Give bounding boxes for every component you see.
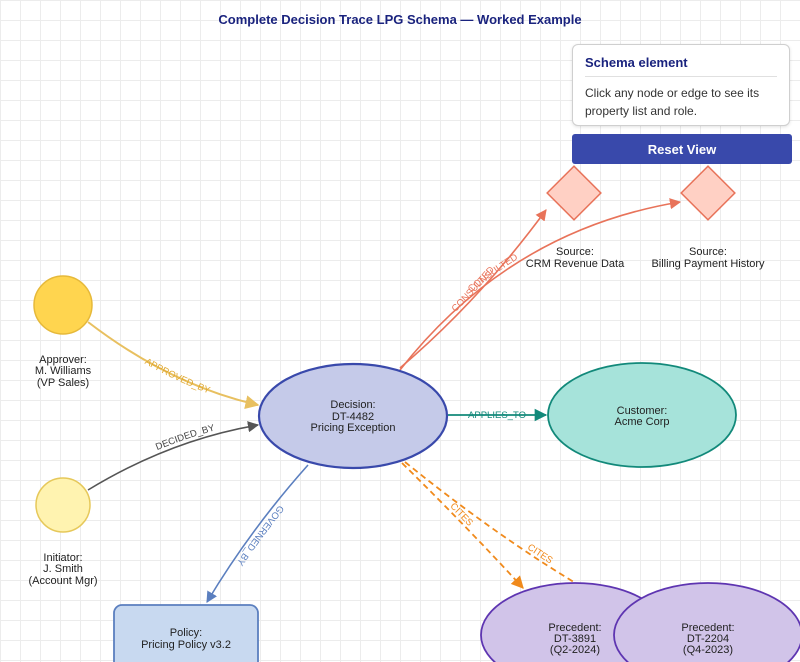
- edge-cites-precedent-1[interactable]: CITES: [401, 462, 524, 589]
- policy-label-type: Policy:: [170, 627, 202, 639]
- info-panel-body: Click any node or edge to see its proper…: [585, 86, 760, 118]
- precedent-2-ellipse: [613, 582, 800, 662]
- source-crm-label-name: CRM Revenue Data: [526, 258, 625, 270]
- customer-label-type: Customer:: [617, 405, 668, 417]
- node-source-billing[interactable]: Source: Billing Payment History: [651, 165, 765, 270]
- source-billing-diamond: [680, 165, 736, 221]
- initiator-circle: [35, 477, 91, 533]
- edge-decided-by[interactable]: DECIDED_BY: [87, 421, 260, 491]
- node-policy[interactable]: Policy: Pricing Policy v3.2: [113, 604, 259, 662]
- diagram-title: Complete Decision Trace LPG Schema — Wor…: [218, 12, 581, 27]
- edge-label-decided-by: DECIDED_BY: [154, 422, 216, 452]
- precedent-2-label-date: (Q4-2023): [683, 644, 733, 656]
- precedent-1-label-type: Precedent:: [548, 622, 601, 634]
- node-customer[interactable]: Customer: Acme Corp: [547, 362, 737, 468]
- precedent-2-label-id: DT-2204: [687, 633, 729, 645]
- node-decision[interactable]: Decision: DT-4482 Pricing Exception: [257, 362, 449, 470]
- approver-label-title: (VP Sales): [37, 377, 89, 389]
- info-panel-heading: Schema element: [585, 55, 777, 77]
- source-crm-label-type: Source:: [556, 246, 594, 258]
- decision-ellipse: [257, 362, 449, 470]
- edge-label-applies-to: APPLIES_TO: [468, 410, 526, 421]
- precedent-1-label-id: DT-3891: [554, 633, 596, 645]
- decision-label-id: DT-4482: [332, 411, 374, 423]
- edge-label-consulted-billing: CONSULTED: [466, 252, 520, 295]
- reset-view-button[interactable]: Reset View: [572, 134, 792, 164]
- edge-consulted-billing[interactable]: CONSULTED: [399, 198, 682, 371]
- decision-label-name: Pricing Exception: [311, 422, 396, 434]
- edge-label-governed-by: GOVERNED_BY: [234, 503, 286, 568]
- customer-label-name: Acme Corp: [614, 416, 669, 428]
- source-billing-label-name: Billing Payment History: [651, 258, 765, 270]
- node-source-crm[interactable]: Source: CRM Revenue Data: [526, 165, 625, 270]
- edge-approved-by[interactable]: APPROVED_BY: [87, 321, 260, 410]
- initiator-label-role: Initiator:: [43, 552, 82, 564]
- approver-label-name: M. Williams: [35, 365, 92, 377]
- precedent-2-label-type: Precedent:: [681, 622, 734, 634]
- source-crm-diamond: [546, 165, 602, 221]
- policy-label-name: Pricing Policy v3.2: [141, 639, 231, 651]
- edge-applies-to[interactable]: APPLIES_TO: [448, 408, 548, 422]
- approver-circle: [33, 275, 93, 335]
- node-initiator[interactable]: Initiator: J. Smith (Account Mgr): [28, 477, 98, 587]
- initiator-label-title: (Account Mgr): [28, 575, 97, 587]
- approver-label-role: Approver:: [39, 354, 87, 366]
- schema-info-panel: Schema element Click any node or edge to…: [572, 44, 790, 126]
- decision-label-type: Decision:: [330, 399, 375, 411]
- source-billing-label-type: Source:: [689, 246, 727, 258]
- policy-rect: [113, 604, 259, 662]
- node-approver[interactable]: Approver: M. Williams (VP Sales): [33, 275, 93, 389]
- edge-governed-by[interactable]: GOVERNED_BY: [206, 464, 309, 603]
- precedent-1-label-date: (Q2-2024): [550, 644, 600, 656]
- edge-label-approved-by: APPROVED_BY: [143, 356, 212, 396]
- customer-ellipse: [547, 362, 737, 468]
- node-precedent-2[interactable]: Precedent: DT-2204 (Q4-2023): [613, 582, 800, 662]
- initiator-label-name: J. Smith: [43, 563, 83, 575]
